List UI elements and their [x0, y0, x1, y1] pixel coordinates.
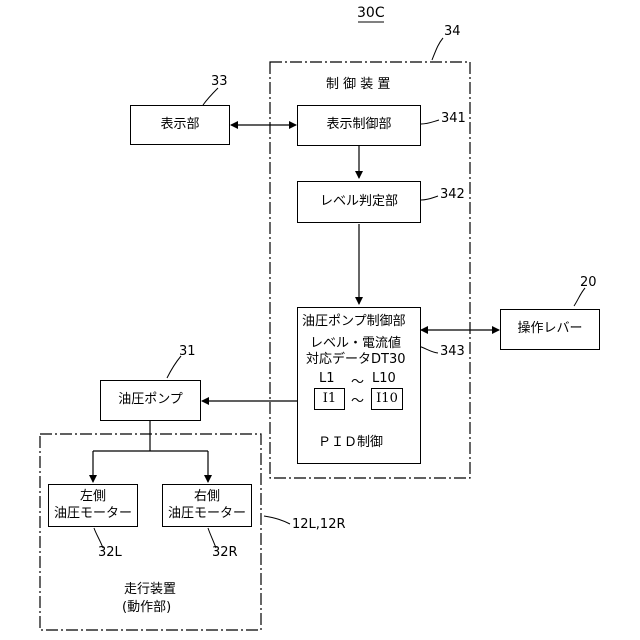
- level-end: L10: [372, 371, 396, 386]
- pid-label: ＰＩＤ制御: [318, 431, 383, 450]
- controller-title: 制 御 装 置: [326, 73, 390, 92]
- leader-341: [421, 120, 439, 124]
- motor-right-box: 右側 油圧モーター: [162, 484, 252, 527]
- leader-34: [432, 38, 443, 60]
- motor-right-ref: 32R: [212, 545, 238, 560]
- motor-left-ref: 32L: [98, 545, 122, 560]
- controller-ref: 34: [444, 24, 461, 39]
- motor-left-line1: 左側: [54, 489, 132, 505]
- pump-box: 油圧ポンプ: [100, 380, 201, 421]
- display-box: 表示部: [130, 105, 230, 145]
- tilde-top: 〜: [351, 371, 364, 390]
- display-label: 表示部: [160, 117, 199, 133]
- pump-ref: 31: [179, 344, 196, 359]
- leader-33: [203, 88, 218, 105]
- leader-12: [264, 516, 290, 524]
- travel-line1: 走行装置: [124, 578, 176, 597]
- current-start-box: I1: [314, 388, 345, 410]
- display-ref: 33: [211, 74, 228, 89]
- leader-20: [574, 288, 585, 306]
- pump-label: 油圧ポンプ: [118, 392, 183, 408]
- current-end: I10: [376, 391, 398, 407]
- travel-ref: 12L,12R: [292, 517, 346, 532]
- motor-left-box: 左側 油圧モーター: [48, 484, 138, 527]
- display-ctrl-box: 表示制御部: [297, 105, 421, 146]
- current-end-box: I10: [371, 388, 403, 410]
- lever-ref: 20: [580, 275, 597, 290]
- motor-left-line2: 油圧モーター: [54, 506, 132, 522]
- lever-label: 操作レバー: [517, 321, 582, 337]
- table-line2: 対応データDT30: [306, 348, 406, 367]
- travel-line2: (動作部): [122, 596, 171, 615]
- display-ctrl-label: 表示制御部: [326, 117, 391, 133]
- level-start: L1: [319, 371, 335, 386]
- level-judge-box: レベル判定部: [297, 181, 421, 223]
- figure-id: 30C: [357, 5, 385, 21]
- level-judge-ref: 342: [440, 187, 465, 202]
- pump-ctrl-label: 油圧ポンプ制御部: [302, 310, 406, 329]
- tilde-bottom: 〜: [351, 390, 364, 409]
- leader-342: [421, 196, 438, 200]
- motor-right-line1: 右側: [168, 489, 246, 505]
- leader-343: [418, 346, 438, 353]
- motor-right-line2: 油圧モーター: [168, 506, 246, 522]
- display-ctrl-ref: 341: [441, 111, 466, 126]
- lever-box: 操作レバー: [500, 309, 600, 350]
- leader-31: [167, 356, 181, 378]
- level-judge-label: レベル判定部: [320, 194, 398, 210]
- current-start: I1: [323, 391, 336, 407]
- table-ref: 343: [440, 344, 465, 359]
